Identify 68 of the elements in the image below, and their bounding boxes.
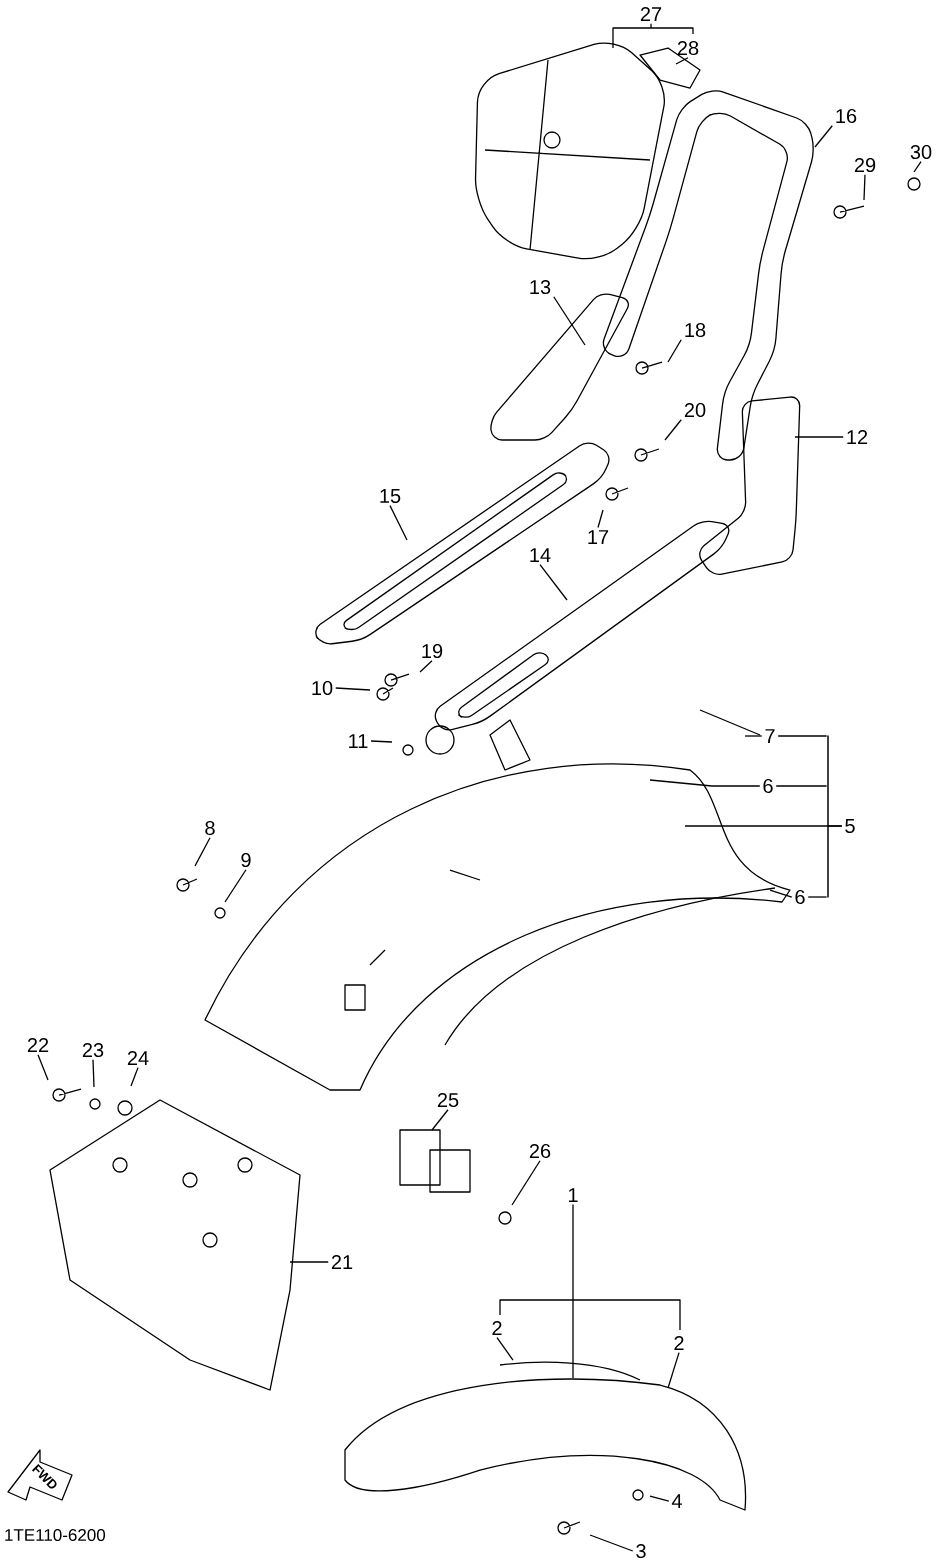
leader-line bbox=[553, 296, 586, 346]
leader-line bbox=[675, 57, 689, 65]
leader-line bbox=[775, 785, 828, 787]
callout-number: 3 bbox=[636, 1543, 646, 1559]
callout-number: 19 bbox=[422, 643, 443, 659]
callout-number: 8 bbox=[205, 820, 215, 836]
leader-line bbox=[794, 436, 844, 438]
callout-number: 20 bbox=[684, 402, 706, 418]
leader-line bbox=[667, 339, 682, 363]
leader-line bbox=[597, 509, 604, 529]
leader-line bbox=[589, 1534, 634, 1552]
leader-line bbox=[814, 125, 833, 148]
callout-number: 15 bbox=[380, 489, 401, 503]
leader-line bbox=[389, 505, 408, 541]
callout-number: 17 bbox=[588, 530, 609, 544]
callout-number: 21 bbox=[331, 1255, 353, 1269]
leader-line bbox=[370, 740, 393, 743]
callout-number: 26 bbox=[529, 1143, 551, 1159]
callout-number: 2 bbox=[492, 1321, 502, 1335]
callout-number: 14 bbox=[530, 548, 551, 562]
callout-number: 18 bbox=[685, 322, 706, 338]
leader-line bbox=[769, 889, 793, 898]
callout-number: 24 bbox=[127, 1051, 149, 1065]
leader-line bbox=[289, 1261, 329, 1263]
callout-number: 7 bbox=[765, 729, 775, 743]
leader-line bbox=[649, 1495, 670, 1502]
leader-line bbox=[511, 1160, 541, 1206]
leader-line bbox=[499, 1203, 681, 1379]
callout-number: 2 bbox=[674, 1336, 684, 1350]
callout-number: 25 bbox=[437, 1092, 459, 1108]
callout-number: 6 bbox=[763, 778, 773, 794]
leader-line bbox=[431, 1109, 449, 1131]
leader-line bbox=[419, 660, 433, 673]
callout-number: 12 bbox=[847, 430, 868, 444]
leader-line bbox=[744, 735, 763, 737]
leader-line bbox=[224, 869, 247, 903]
callout-number: 9 bbox=[241, 852, 251, 868]
leader-line bbox=[92, 1059, 95, 1088]
callout-number: 11 bbox=[349, 734, 368, 748]
callout-number: 30 bbox=[910, 144, 932, 160]
callout-number: 13 bbox=[530, 279, 551, 295]
leader-line bbox=[130, 1067, 139, 1087]
callout-number: 4 bbox=[671, 1494, 682, 1508]
leader-line bbox=[335, 687, 371, 691]
callout-number: 6 bbox=[795, 889, 805, 905]
leader-line bbox=[496, 1337, 514, 1361]
callout-number: 10 bbox=[312, 680, 333, 696]
part-number: 1TE110-6200 bbox=[5, 1529, 106, 1542]
leader-line bbox=[539, 563, 568, 601]
leader-line bbox=[194, 837, 211, 867]
leader-line bbox=[807, 896, 828, 898]
leader-line bbox=[913, 161, 922, 173]
leader-line bbox=[777, 735, 828, 737]
callout-number: 1 bbox=[568, 1188, 578, 1202]
leader-line bbox=[664, 419, 682, 441]
leader-line bbox=[37, 1054, 49, 1081]
leader-line bbox=[612, 23, 694, 49]
leader-line bbox=[667, 1352, 680, 1389]
callout-number: 5 bbox=[845, 819, 855, 833]
leader-line bbox=[711, 785, 761, 787]
callout-number: 27 bbox=[640, 7, 662, 21]
callout-number: 28 bbox=[677, 40, 699, 56]
callout-number: 22 bbox=[27, 1038, 49, 1052]
callout-number: 29 bbox=[854, 157, 876, 173]
callout-number: 23 bbox=[82, 1042, 104, 1058]
leader-line bbox=[684, 825, 843, 827]
leader-line bbox=[863, 174, 866, 201]
callout-number: 16 bbox=[836, 108, 857, 124]
